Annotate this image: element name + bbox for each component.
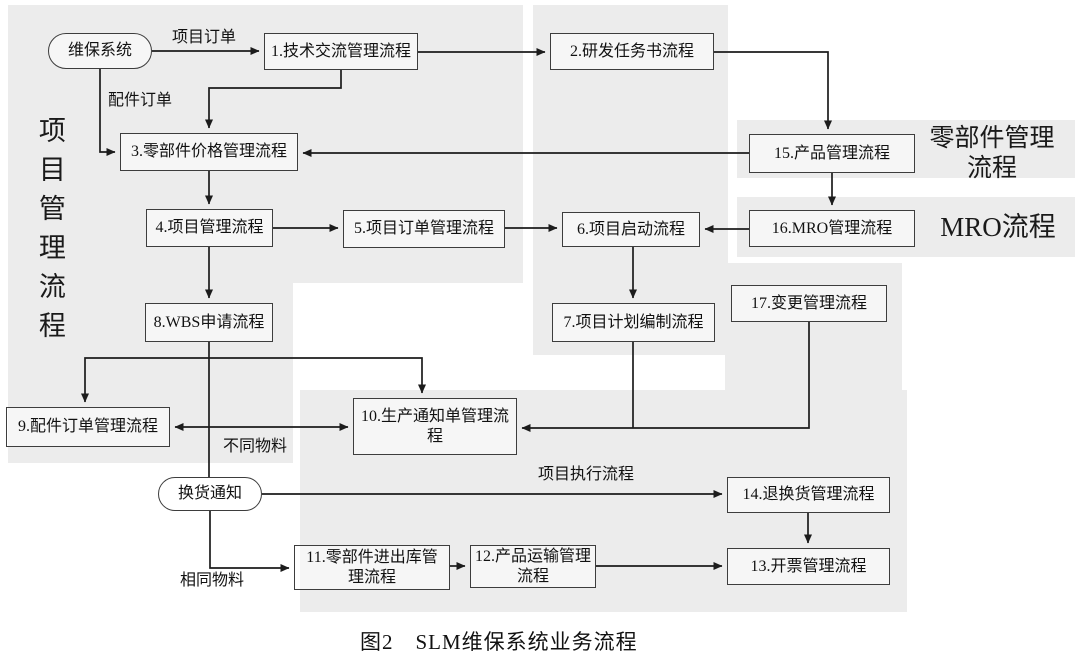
box-8-wbs-request: 8.WBS申请流程	[145, 303, 273, 342]
box-3-parts-price: 3.零部件价格管理流程	[120, 133, 298, 171]
zone-change-mgmt	[725, 263, 902, 390]
box-14-return-exchange: 14.退换货管理流程	[727, 477, 890, 513]
zone-label-project-mgmt: 项目管理流程	[34, 116, 65, 350]
box-10-production-notice: 10.生产通知单管理流程	[353, 398, 517, 455]
label-project-order: 项目订单	[171, 29, 236, 46]
box-11-parts-warehouse: 11.零部件进出库管理流程	[294, 545, 450, 590]
edge-b8-b9	[81, 357, 209, 403]
box-13-invoice-mgmt: 13.开票管理流程	[727, 548, 890, 585]
edge-exchange-b11	[209, 511, 290, 572]
box-4-project-mgmt: 4.项目管理流程	[146, 209, 273, 247]
box-5-project-order: 5.项目订单管理流程	[343, 210, 505, 248]
box-16-mro-mgmt: 16.MRO管理流程	[749, 210, 915, 247]
edge-b8-b10	[209, 357, 426, 394]
figure-caption: 图2 SLM维保系统业务流程	[360, 630, 638, 654]
terminal-maintenance-system: 维保系统	[48, 33, 152, 69]
box-2-rd-task: 2.研发任务书流程	[550, 33, 714, 70]
edge-b17-b10	[521, 322, 810, 432]
label-project-exec-flow: 项目执行流程	[537, 466, 634, 483]
label-same-material: 相同物料	[179, 572, 244, 589]
box-12-product-transport: 12.产品运输管理流程	[470, 545, 596, 588]
edge-b2-b15	[714, 51, 832, 130]
edge-start-b3	[99, 69, 116, 156]
label-parts-order: 配件订单	[107, 92, 172, 109]
box-1-tech-exchange: 1.技术交流管理流程	[264, 33, 418, 70]
label-diff-material: 不同物料	[222, 438, 287, 455]
box-15-product-mgmt: 15.产品管理流程	[749, 134, 915, 173]
zone-label-mro: MRO流程	[940, 212, 1056, 242]
zone-label-parts-mgmt: 零部件管理流程	[929, 125, 1055, 182]
edge-b1-b3	[205, 70, 342, 129]
box-17-change-mgmt: 17.变更管理流程	[731, 285, 887, 322]
terminal-exchange-notice: 换货通知	[158, 477, 262, 511]
box-7-project-plan: 7.项目计划编制流程	[552, 303, 715, 342]
box-9-parts-order-mgmt: 9.配件订单管理流程	[6, 407, 170, 447]
box-6-project-start: 6.项目启动流程	[562, 212, 700, 247]
